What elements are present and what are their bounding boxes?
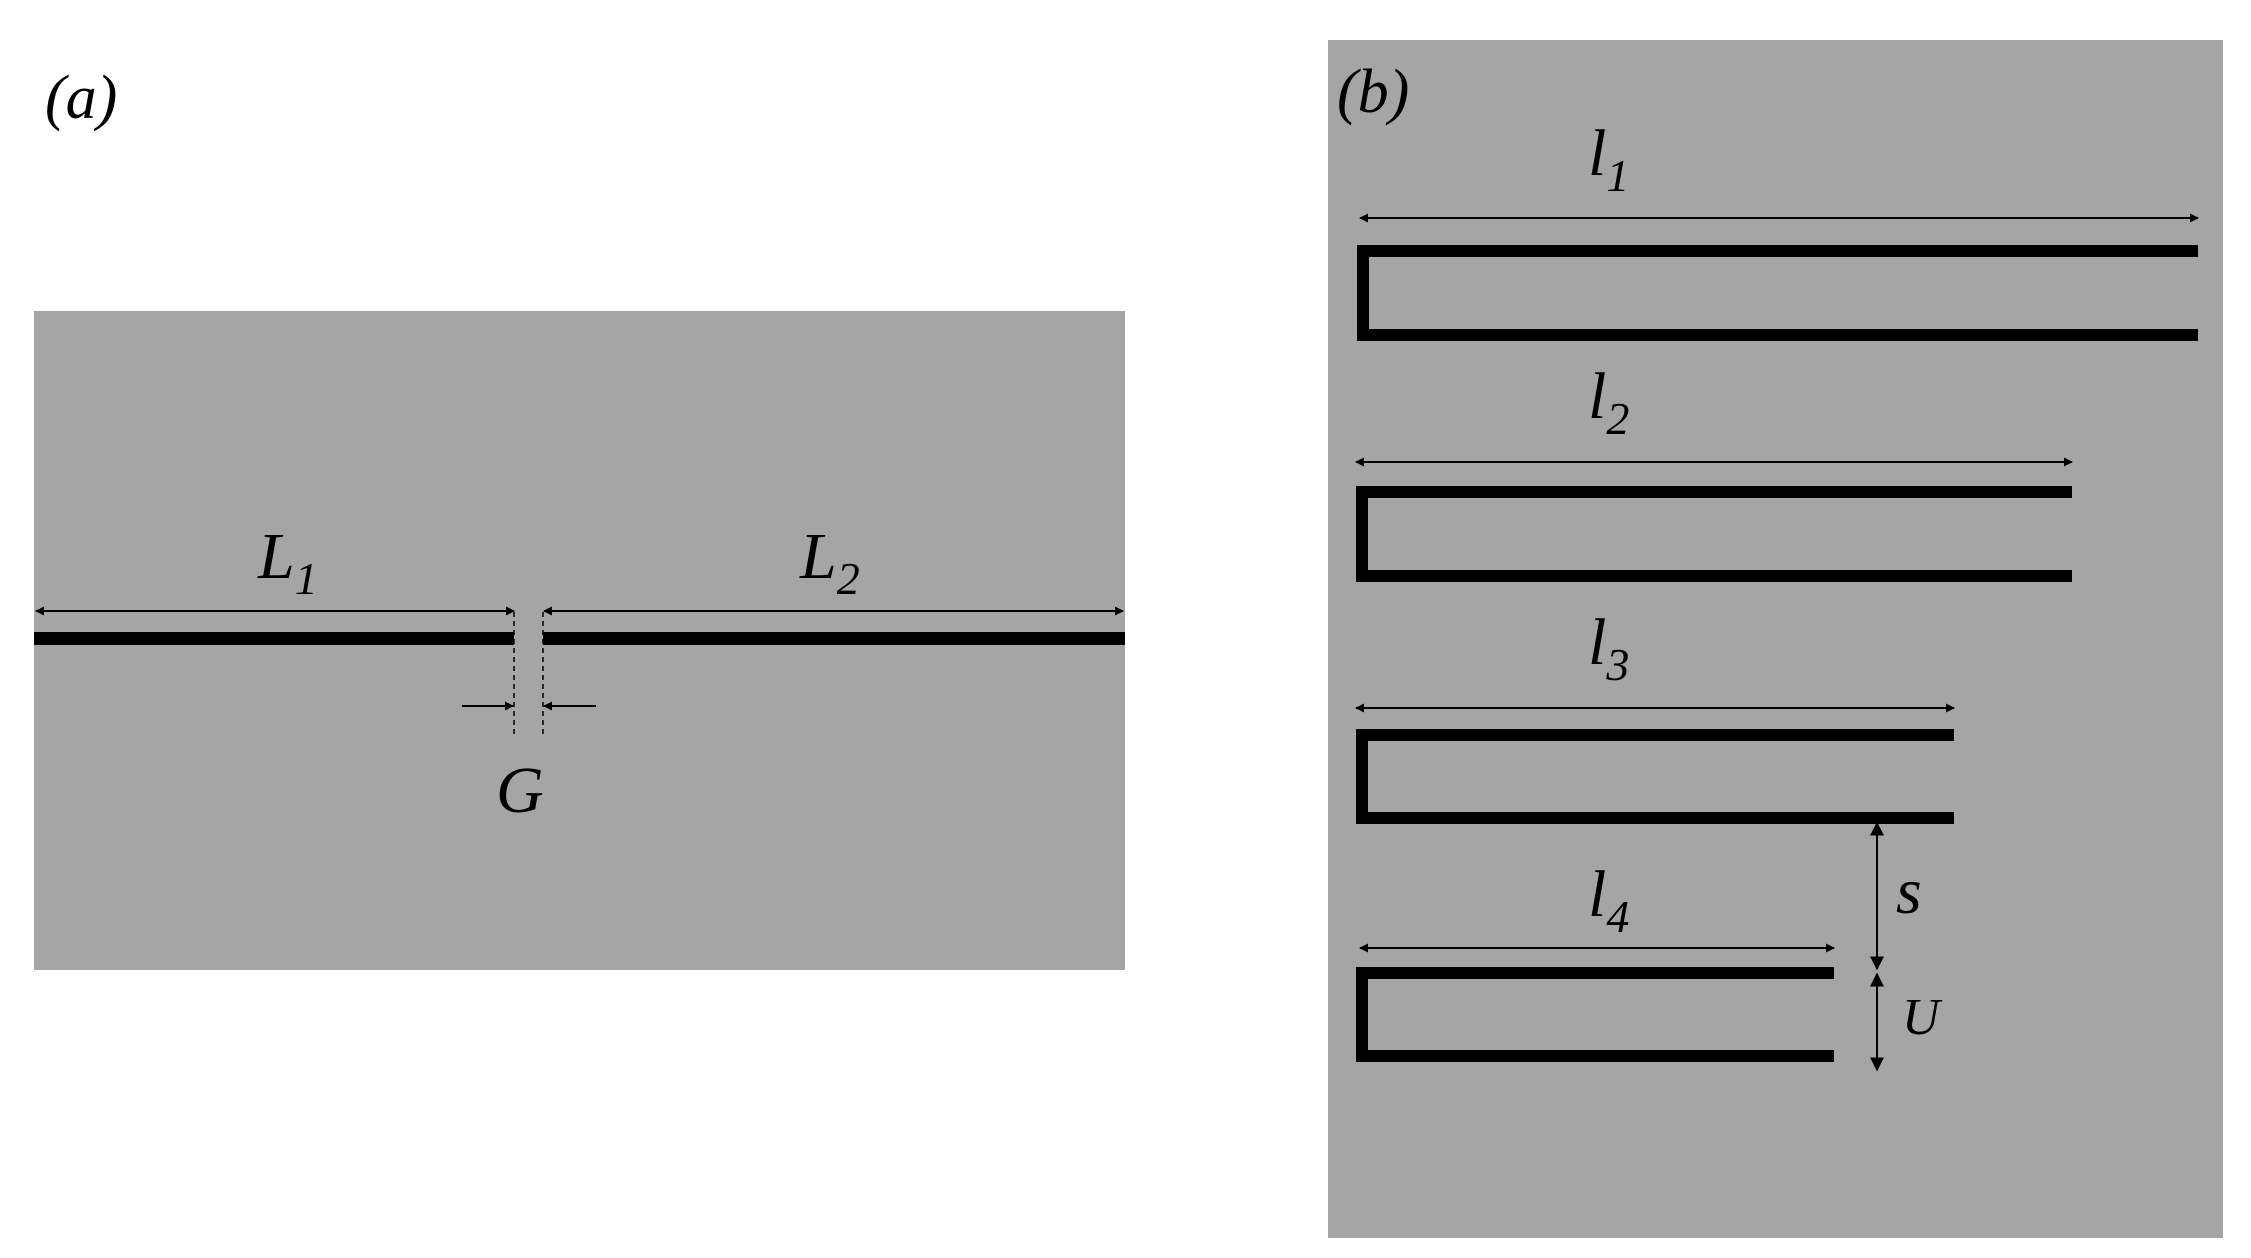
label-res-1: l1	[1588, 117, 1629, 201]
resonator-2: l2	[1355, 360, 2073, 582]
u-shape-res-3	[1356, 729, 1954, 824]
resonator-4: l4	[1356, 858, 1835, 1062]
strip-l2	[543, 632, 1125, 645]
label-res-4-main: l	[1588, 858, 1606, 931]
label-res-2-main: l	[1588, 360, 1606, 433]
label-spacing: s	[1896, 855, 1922, 928]
label-res-4-sub: 4	[1606, 891, 1629, 942]
label-l2: L2	[799, 520, 860, 604]
label-res-3: l3	[1588, 606, 1629, 690]
panel-a-label: (a)	[45, 64, 117, 132]
label-l1: L1	[257, 520, 318, 604]
strip-l1	[34, 632, 514, 645]
label-res-2: l2	[1588, 360, 1629, 444]
u-shape-res-2	[1356, 486, 2072, 582]
label-l1-main: L	[257, 520, 295, 593]
label-res-3-sub: 3	[1605, 639, 1629, 690]
label-res-1-main: l	[1588, 117, 1606, 190]
resonator-1: l1	[1357, 117, 2199, 341]
label-l2-main: L	[799, 520, 837, 593]
substrate-b	[1328, 40, 2223, 1238]
label-l2-sub: 2	[837, 553, 860, 604]
label-gap: G	[496, 754, 544, 827]
label-res-2-sub: 2	[1606, 393, 1629, 444]
panel-a: (a) L1 L2 G	[34, 64, 1125, 970]
label-res-1-sub: 1	[1606, 150, 1629, 201]
u-shape-res-1	[1357, 245, 2198, 341]
u-shape-res-4	[1356, 967, 1834, 1062]
panel-b-label: (b)	[1337, 58, 1409, 126]
resonator-3: l3	[1355, 606, 1955, 824]
label-res-3-main: l	[1588, 606, 1606, 679]
label-res-4: l4	[1588, 858, 1629, 942]
panel-b: (b) l1 l2 l3 s	[1328, 40, 2223, 1238]
label-l1-sub: 1	[295, 553, 318, 604]
label-width: U	[1902, 989, 1943, 1046]
